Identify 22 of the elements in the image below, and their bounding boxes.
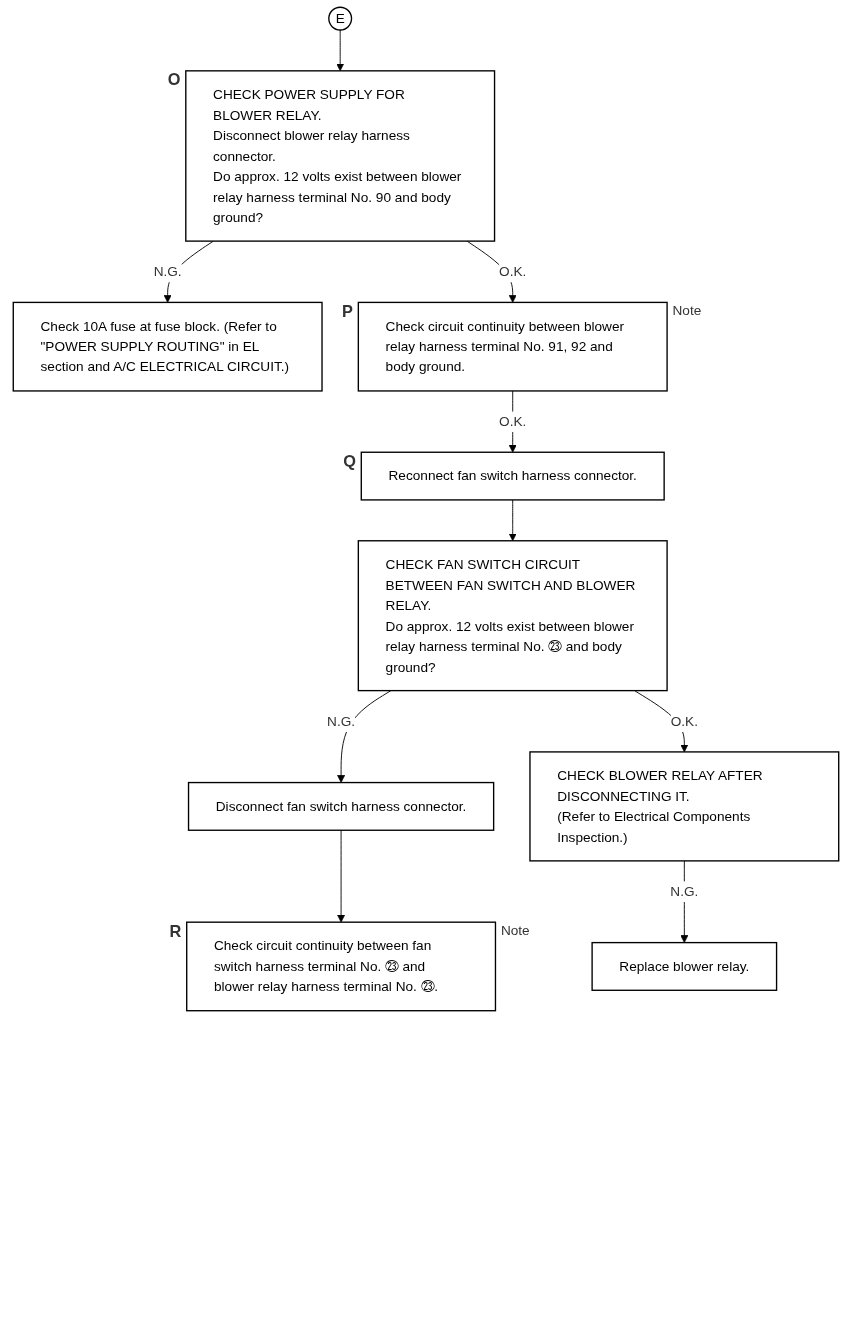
node-box: Replace blower relay. xyxy=(591,941,778,991)
node-box: CHECK POWER SUPPLY FOR BLOWER RELAY. Disconnect blower relay harness connector. Do approx. 12 volts exist between blower relay harness terminal No. 90 and body ground? xyxy=(185,70,496,242)
edge-label: O.K. xyxy=(499,263,527,279)
node-box: Check circuit continuity between fan switch harness terminal No. ㉓ and blower relay harness terminal No. ㉓. xyxy=(186,921,497,1012)
node-box: Disconnect fan switch harness connector. xyxy=(187,781,495,831)
step-letter: O xyxy=(167,70,181,89)
step-letter: P xyxy=(342,301,353,320)
edge-label: N.G. xyxy=(153,263,182,279)
node-circle: E xyxy=(328,6,353,31)
step-letter: R xyxy=(169,921,182,940)
note-label: Note xyxy=(672,303,702,319)
edge-label: N.G. xyxy=(327,712,356,729)
node-box: CHECK FAN SWITCH CIRCUIT BETWEEN FAN SWITCH AND BLOWER RELAY. Do approx. 12 volts exist between blower relay harness terminal No. ㉓ and body ground? xyxy=(357,540,668,692)
node-box: Check 10A fuse at fuse block. (Refer to "POWER SUPPLY ROUTING" in EL section and A/C ELECTRICAL CIRCUIT.) xyxy=(12,301,323,392)
node-box: CHECK BLOWER RELAY AFTER DISCONNECTING IT. (Refer to Electrical Components Inspection.) xyxy=(529,751,840,862)
node-box: Reconnect fan switch harness connector. xyxy=(360,451,665,501)
edge-label: O.K. xyxy=(670,712,698,729)
node-box: Check circuit continuity between blower relay harness terminal No. 91, 92 and body ground. xyxy=(357,301,668,392)
edge-label: N.G. xyxy=(670,883,699,899)
note-label: Note xyxy=(500,922,530,938)
edge-label: O.K. xyxy=(499,413,527,429)
step-letter: Q xyxy=(343,451,356,470)
